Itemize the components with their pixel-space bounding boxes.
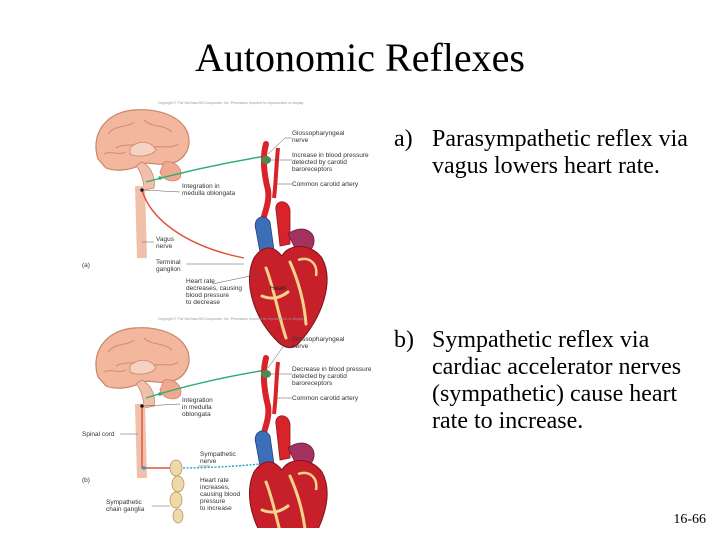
panel-b-spinal-label: Spinal cord (82, 431, 115, 438)
panel-b-glossopharyngeal-label-1: Glossopharyngeal (292, 336, 345, 343)
panel-a-heart-label: Heart (270, 285, 286, 292)
bullet-a-marker: a) (394, 126, 413, 152)
reflex-figure: Copyright © The McGraw-Hill Companies, I… (80, 98, 390, 528)
panel-a-glossopharyngeal-label-1: Glossopharyngeal (292, 130, 345, 137)
panel-a-brain-icon (95, 109, 190, 191)
panel-a-spinal-cord (135, 185, 147, 259)
panel-a-terminal-label-1: Terminal (156, 259, 181, 266)
panel-b-hr-label-3: causing blood (200, 491, 240, 498)
bullet-b-marker: b) (394, 327, 414, 353)
bullet-b-text: Sympathetic reflex via cardiac accelerat… (432, 327, 682, 434)
panel-a-integration-dot (140, 188, 144, 192)
panel-b-integration-label-3: oblongata (182, 411, 211, 418)
panel-a-carotid-artery (259, 141, 272, 227)
panel-b-chain-label-2: chain ganglia (106, 506, 145, 513)
panel-b-hr-label-5: to increase (200, 505, 232, 512)
panel-a-vagus-nerve (141, 189, 245, 259)
panel-a-neuron-dot (158, 176, 162, 180)
panel-b-hr-label-2: increases, (200, 484, 230, 491)
panel-a-vagus-label-2: nerve (156, 243, 173, 250)
panel-a-copyright: Copyright © The McGraw-Hill Companies, I… (158, 101, 304, 105)
panel-a-integration-label-2: medulla oblongata (182, 190, 236, 197)
panel-b-sympathetic-label-2: nerve (200, 458, 217, 465)
panel-b-letter: (b) (82, 477, 90, 484)
panel-a-heart-icon (247, 200, 329, 350)
panel-b-baroreceptor (261, 370, 271, 378)
panel-a-letter: (a) (82, 262, 90, 269)
panel-a-integration-label-1: Integration in (182, 183, 220, 190)
panel-a-vagus-label-1: Vagus (156, 236, 175, 243)
bullet-a-text: Parasympathetic reflex via vagus lowers … (432, 126, 688, 179)
panel-a-terminal-label-2: ganglion (156, 266, 181, 273)
bullet-b: b) Sympathetic reflex via cardiac accele… (394, 327, 714, 435)
bullet-a: a) Parasympathetic reflex via vagus lowe… (394, 126, 714, 180)
reflex-illustration: Copyright © The McGraw-Hill Companies, I… (82, 101, 372, 528)
panel-b-brain-icon (95, 327, 190, 409)
panel-a-bp-label-1: Increase in blood pressure (292, 152, 369, 159)
panel-a-hr-label-4: to decrease (186, 299, 220, 306)
panel-b-sympathetic-path (141, 406, 176, 469)
panel-a-hr-label-2: decreases, causing (186, 285, 242, 292)
slide-title: Autonomic Reflexes (195, 35, 525, 80)
panel-b-chain-label-1: Sympathetic (106, 499, 143, 506)
panel-b-artery-branch (272, 361, 280, 415)
panel-a-glossopharyngeal-label-2: nerve (292, 137, 309, 144)
panel-b-sympathetic-label-1: Sympathetic (200, 451, 237, 458)
panel-b: Copyright © The McGraw-Hill Companies, I… (82, 317, 372, 528)
panel-b-bp-label-2: detected by carotid (292, 373, 347, 380)
panel-b-integration-label-1: Integration (182, 397, 213, 404)
panel-a-bp-label-3: baroreceptors (292, 166, 333, 173)
panel-a: Copyright © The McGraw-Hill Companies, I… (82, 101, 369, 350)
panel-b-chain-ganglia (169, 459, 185, 524)
panel-b-sympathetic-nerve (175, 463, 261, 469)
panel-b-glossopharyngeal-label-2: nerve (292, 343, 309, 350)
panel-a-carotid-label: Common carotid artery (292, 181, 359, 188)
panel-b-integration-dot (140, 404, 144, 408)
panel-a-hr-label-3: blood pressure (186, 292, 229, 299)
panel-a-bp-label-2: detected by carotid (292, 159, 347, 166)
page-number: 16-66 (673, 512, 706, 527)
panel-b-neuron-dot (158, 392, 162, 396)
panel-a-hr-label-1: Heart rate (186, 278, 215, 285)
panel-b-integration-label-2: in medulla (182, 404, 212, 411)
panel-b-copyright: Copyright © The McGraw-Hill Companies, I… (158, 317, 304, 321)
panel-b-heart-icon (247, 414, 329, 528)
panel-b-bp-label-1: Decrease in blood pressure (292, 366, 372, 373)
panel-a-baroreceptor (261, 156, 271, 164)
panel-b-bp-label-3: baroreceptors (292, 380, 333, 387)
bullet-list: a) Parasympathetic reflex via vagus lowe… (394, 126, 714, 434)
panel-a-artery-branch (272, 147, 280, 199)
panel-b-hr-label-1: Heart rate (200, 477, 229, 484)
panel-b-spinal-dot (142, 466, 146, 470)
panel-b-carotid-label: Common carotid artery (292, 395, 359, 402)
panel-b-hr-label-4: pressure (200, 498, 226, 505)
